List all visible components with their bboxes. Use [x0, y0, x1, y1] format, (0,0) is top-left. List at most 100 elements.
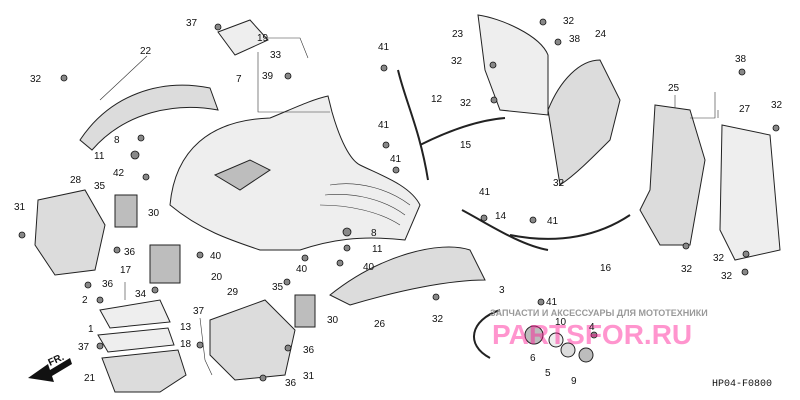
callout-26: 26 [374, 319, 386, 330]
callout-38-a: 38 [569, 34, 581, 45]
callout-9: 9 [571, 376, 577, 387]
callout-39: 39 [262, 71, 274, 82]
callout-23: 23 [452, 29, 464, 40]
front-arrow-icon [28, 358, 72, 382]
part-23-inner-panel [477, 14, 549, 116]
callout-24: 24 [595, 29, 607, 40]
part-26-lower-strip [329, 246, 486, 306]
callout-40-b: 40 [296, 264, 308, 275]
callout-8-b: 8 [371, 228, 377, 239]
callout-32-c: 32 [451, 56, 463, 67]
callout-35-a: 35 [94, 181, 106, 192]
watermark-logo: PARTSFOR.RU [492, 319, 692, 350]
callout-41-b: 41 [378, 120, 390, 131]
callout-27: 27 [739, 104, 751, 115]
part-19-cover-plate [217, 19, 269, 56]
callout-labels: 37 19 33 39 7 22 32 8 11 42 35 28 31 30 … [14, 16, 783, 389]
callout-32-j: 32 [721, 271, 733, 282]
callout-21: 21 [84, 373, 96, 384]
callout-31-b: 31 [303, 371, 315, 382]
callout-4: 4 [589, 322, 595, 333]
callout-37-c: 37 [78, 342, 90, 353]
part-22-fender-strip [79, 84, 219, 151]
callout-41-e: 41 [547, 216, 559, 227]
part-13-lens-ring [99, 299, 171, 329]
callout-30-b: 30 [327, 315, 339, 326]
callout-36-d: 36 [285, 378, 297, 389]
callout-17: 17 [120, 265, 132, 276]
part-10-bulb [548, 332, 564, 348]
callout-16: 16 [600, 263, 612, 274]
callout-32-i: 32 [713, 253, 725, 264]
part-3-lamp-wire [473, 309, 501, 359]
part-30-grille-upper [114, 194, 138, 228]
callout-32-g: 32 [771, 100, 783, 111]
callout-1: 1 [88, 324, 94, 335]
part-12-wire [397, 69, 429, 181]
part-15-wire [419, 117, 506, 146]
callout-41-d: 41 [479, 187, 491, 198]
part-7-front-fender [169, 95, 421, 251]
callout-5: 5 [545, 368, 551, 379]
fasteners [18, 18, 780, 382]
callout-13: 13 [180, 322, 192, 333]
callout-11-a: 11 [94, 151, 105, 162]
front-direction-marker: FR. [28, 352, 72, 382]
callout-14: 14 [495, 211, 507, 222]
callout-3: 3 [499, 285, 505, 296]
callout-28: 28 [70, 175, 82, 186]
leader-lines [99, 37, 719, 376]
part-28-inner-shield [34, 189, 106, 276]
part-9-cap [578, 347, 594, 363]
callout-37-b: 37 [193, 306, 205, 317]
part-18-gasket [97, 327, 175, 353]
callout-11-b: 11 [372, 244, 383, 255]
callout-2: 2 [82, 295, 88, 306]
callout-38-b: 38 [735, 54, 747, 65]
callout-10: 10 [555, 317, 567, 328]
callout-32-h: 32 [681, 264, 693, 275]
callout-19: 19 [257, 33, 269, 44]
callout-32-d: 32 [460, 98, 472, 109]
callout-25: 25 [668, 83, 680, 94]
part-21-headlight-housing [101, 349, 187, 393]
callout-36-a: 36 [124, 247, 136, 258]
part-7-fender-ribs [319, 183, 411, 226]
callout-31-a: 31 [14, 202, 26, 213]
part-29-lower-shield [209, 299, 296, 381]
callout-42: 42 [113, 168, 125, 179]
part-7-fender-vent [213, 159, 271, 191]
callout-40-c: 40 [363, 262, 375, 273]
callout-41-a: 41 [378, 42, 390, 53]
callout-7: 7 [236, 74, 242, 85]
callout-35-b: 35 [272, 282, 284, 293]
callout-22: 22 [140, 46, 152, 57]
part-24-mud-guard [547, 59, 621, 186]
callout-41-c: 41 [390, 154, 402, 165]
part-code: HP04-F0800 [712, 379, 772, 390]
callout-34: 34 [135, 289, 147, 300]
part-14-harness [461, 209, 549, 251]
part-27-side-guard [719, 124, 781, 261]
callout-18: 18 [180, 339, 192, 350]
part-6-socket [524, 325, 544, 345]
callout-32-b: 32 [432, 314, 444, 325]
callout-32-f: 32 [553, 178, 565, 189]
callout-8-a: 8 [114, 135, 120, 146]
callout-12: 12 [431, 94, 443, 105]
callout-6: 6 [530, 353, 536, 364]
callout-36-c: 36 [303, 345, 315, 356]
callout-37: 37 [186, 18, 198, 29]
callout-36-b: 36 [102, 279, 114, 290]
callout-41-f: 41 [546, 297, 558, 308]
part-5-ring [560, 342, 576, 358]
callout-29: 29 [227, 287, 239, 298]
part-25-side-panel [639, 104, 706, 246]
part-30-grille-lower [294, 294, 316, 328]
callout-20: 20 [211, 272, 223, 283]
part-16-harness [509, 214, 631, 240]
callout-15: 15 [460, 140, 472, 151]
part-20-grille-mid [149, 244, 181, 284]
callout-32-e: 32 [563, 16, 575, 27]
